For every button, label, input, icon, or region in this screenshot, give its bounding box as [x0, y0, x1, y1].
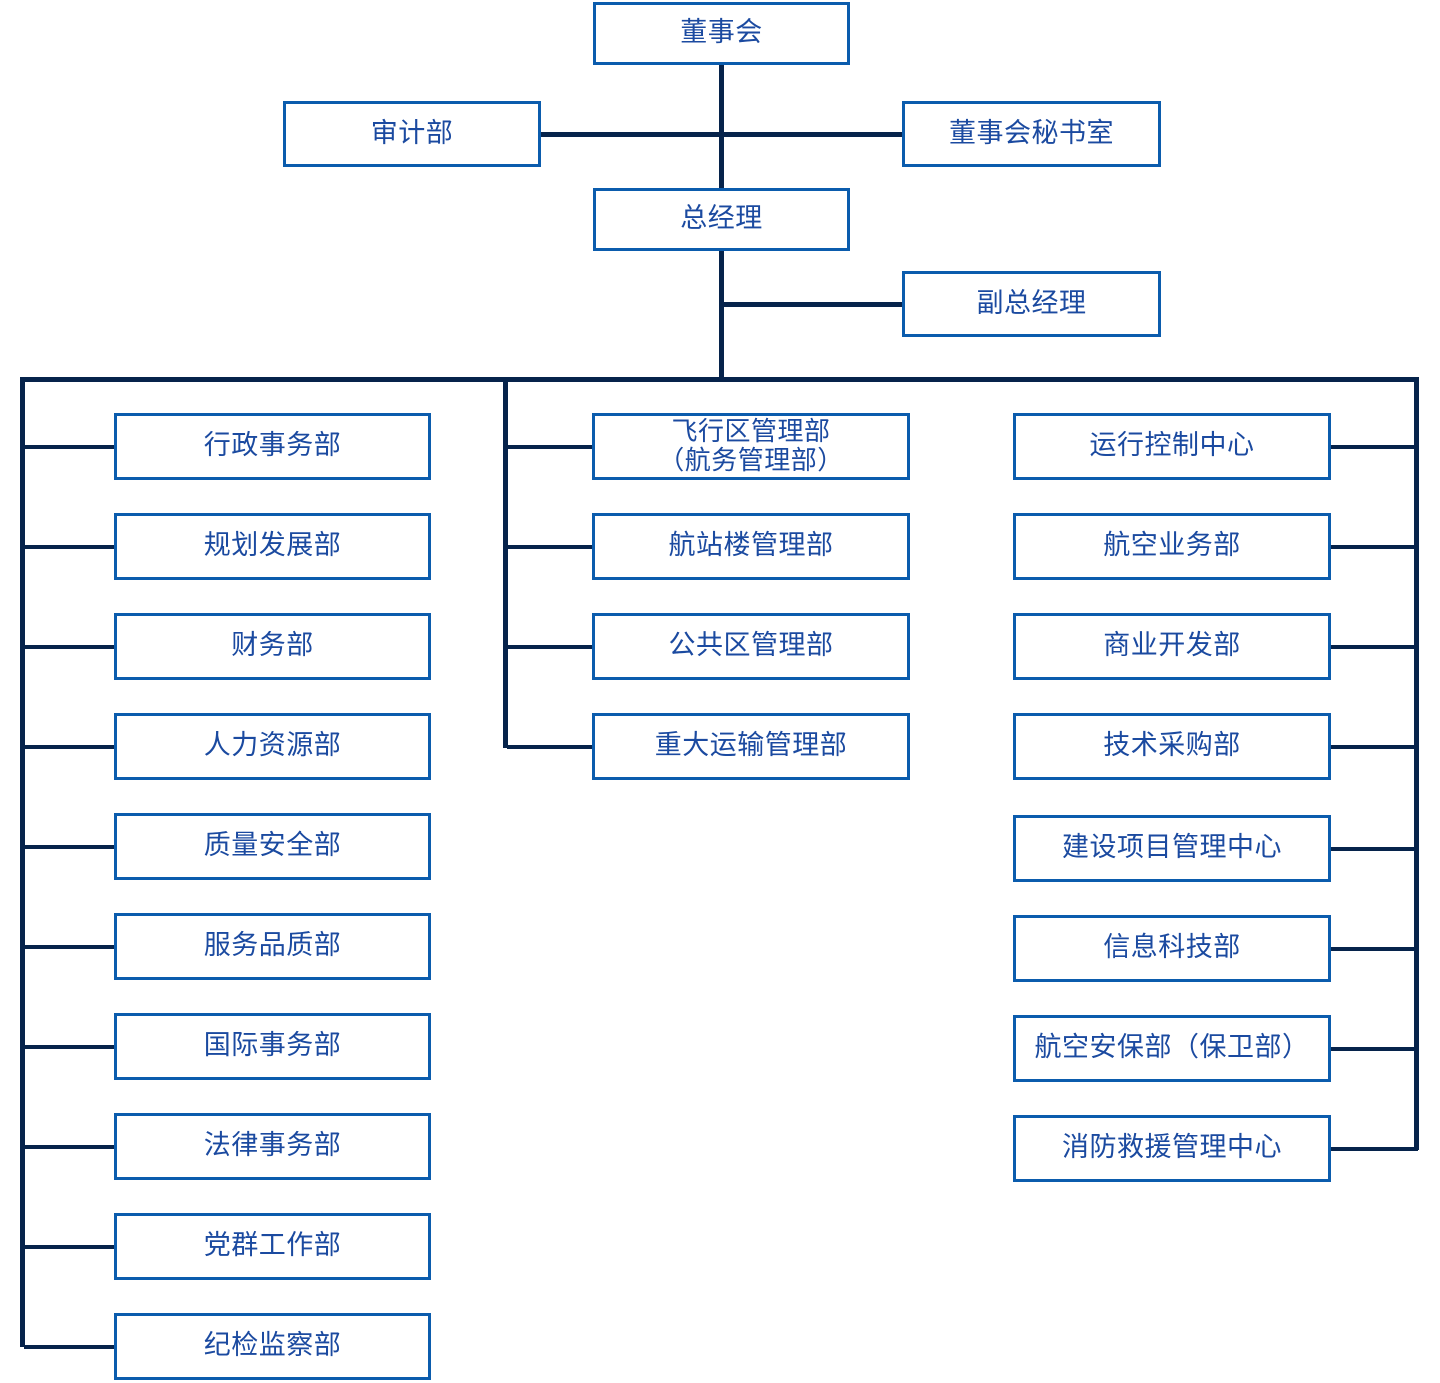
connector-right-stub-6	[1330, 947, 1418, 951]
node-left-7[interactable]: 国际事务部	[114, 1013, 431, 1080]
node-board-label: 董事会	[680, 17, 763, 49]
connector-left-stub-9	[24, 1245, 116, 1249]
node-left-1-label: 行政事务部	[203, 430, 342, 462]
node-general-manager[interactable]: 总经理	[593, 188, 850, 251]
node-left-8[interactable]: 法律事务部	[114, 1113, 431, 1180]
node-right-2-label: 航空业务部	[1103, 530, 1241, 562]
node-left-10-label: 纪检监察部	[203, 1330, 342, 1362]
node-middle-2-label: 航站楼管理部	[668, 530, 834, 562]
node-right-6-label: 信息科技部	[1103, 932, 1241, 964]
node-audit-department-label: 审计部	[370, 117, 454, 149]
connector-audit-secretariat-bus	[540, 132, 903, 137]
node-right-7-label: 航空安保部（保卫部）	[1034, 1032, 1310, 1064]
node-left-9[interactable]: 党群工作部	[114, 1213, 431, 1280]
node-right-8[interactable]: 消防救援管理中心	[1013, 1115, 1331, 1182]
node-left-3[interactable]: 财务部	[114, 613, 431, 680]
connector-left-stub-1	[24, 445, 116, 449]
connector-board-to-general-manager	[719, 64, 724, 190]
node-right-8-label: 消防救援管理中心	[1062, 1132, 1282, 1164]
node-left-4[interactable]: 人力资源部	[114, 713, 431, 780]
node-left-2-label: 规划发展部	[203, 530, 342, 562]
node-left-7-label: 国际事务部	[203, 1030, 342, 1062]
node-right-3-label: 商业开发部	[1103, 630, 1241, 662]
node-middle-2[interactable]: 航站楼管理部	[592, 513, 910, 580]
node-right-3[interactable]: 商业开发部	[1013, 613, 1331, 680]
node-left-5[interactable]: 质量安全部	[114, 813, 431, 880]
node-right-1-label: 运行控制中心	[1089, 430, 1255, 462]
node-right-7[interactable]: 航空安保部（保卫部）	[1013, 1015, 1331, 1082]
node-left-5-label: 质量安全部	[203, 830, 342, 862]
node-deputy-general-manager[interactable]: 副总经理	[902, 271, 1161, 337]
node-middle-1[interactable]: 飞行区管理部 （航务管理部）	[592, 413, 910, 480]
connector-middle-stub-1	[507, 445, 595, 449]
connector-right-stub-7	[1330, 1047, 1418, 1051]
connector-middle-stub-3	[507, 645, 595, 649]
node-left-6-label: 服务品质部	[203, 930, 342, 962]
node-middle-4-label: 重大运输管理部	[654, 730, 848, 762]
connector-left-column-spine	[20, 377, 25, 1347]
connector-right-column-spine	[1414, 377, 1419, 1150]
node-middle-1-label: 飞行区管理部 （航务管理部）	[658, 417, 844, 476]
node-right-6[interactable]: 信息科技部	[1013, 915, 1331, 982]
node-deputy-general-manager-label: 副总经理	[976, 287, 1087, 319]
connector-middle-stub-4	[507, 745, 595, 749]
node-middle-4[interactable]: 重大运输管理部	[592, 713, 910, 780]
connector-right-stub-1	[1330, 445, 1418, 449]
connector-right-stub-4	[1330, 745, 1418, 749]
node-middle-3[interactable]: 公共区管理部	[592, 613, 910, 680]
node-left-9-label: 党群工作部	[203, 1230, 342, 1262]
node-left-3-label: 财务部	[231, 630, 314, 662]
node-audit-department[interactable]: 审计部	[283, 101, 541, 167]
connector-middle-column-spine	[503, 377, 508, 748]
node-left-4-label: 人力资源部	[203, 730, 342, 762]
node-board-secretariat-label: 董事会秘书室	[949, 117, 1114, 149]
connector-department-main-bus	[20, 377, 1419, 382]
connector-right-stub-3	[1330, 645, 1418, 649]
connector-general-manager-down	[719, 250, 724, 380]
node-right-4-label: 技术采购部	[1103, 730, 1241, 762]
node-right-4[interactable]: 技术采购部	[1013, 713, 1331, 780]
node-left-8-label: 法律事务部	[203, 1130, 342, 1162]
connector-middle-stub-2	[507, 545, 595, 549]
connector-left-stub-8	[24, 1145, 116, 1149]
connector-right-stub-2	[1330, 545, 1418, 549]
node-left-2[interactable]: 规划发展部	[114, 513, 431, 580]
connector-left-stub-3	[24, 645, 116, 649]
connector-left-stub-4	[24, 745, 116, 749]
connector-general-manager-to-deputy	[719, 302, 903, 307]
connector-left-stub-5	[24, 845, 116, 849]
connector-left-stub-7	[24, 1045, 116, 1049]
node-general-manager-label: 总经理	[680, 203, 763, 235]
node-right-1[interactable]: 运行控制中心	[1013, 413, 1331, 480]
node-board[interactable]: 董事会	[593, 2, 850, 65]
connector-right-stub-5	[1330, 847, 1418, 851]
node-right-5[interactable]: 建设项目管理中心	[1013, 815, 1331, 882]
connector-left-stub-6	[24, 945, 116, 949]
node-middle-3-label: 公共区管理部	[668, 630, 834, 662]
node-left-1[interactable]: 行政事务部	[114, 413, 431, 480]
connector-left-stub-2	[24, 545, 116, 549]
connector-right-stub-8	[1330, 1147, 1418, 1151]
node-left-6[interactable]: 服务品质部	[114, 913, 431, 980]
node-right-5-label: 建设项目管理中心	[1062, 832, 1282, 864]
connector-left-stub-10	[24, 1345, 116, 1349]
node-left-10[interactable]: 纪检监察部	[114, 1313, 431, 1380]
node-board-secretariat[interactable]: 董事会秘书室	[902, 101, 1161, 167]
node-right-2[interactable]: 航空业务部	[1013, 513, 1331, 580]
